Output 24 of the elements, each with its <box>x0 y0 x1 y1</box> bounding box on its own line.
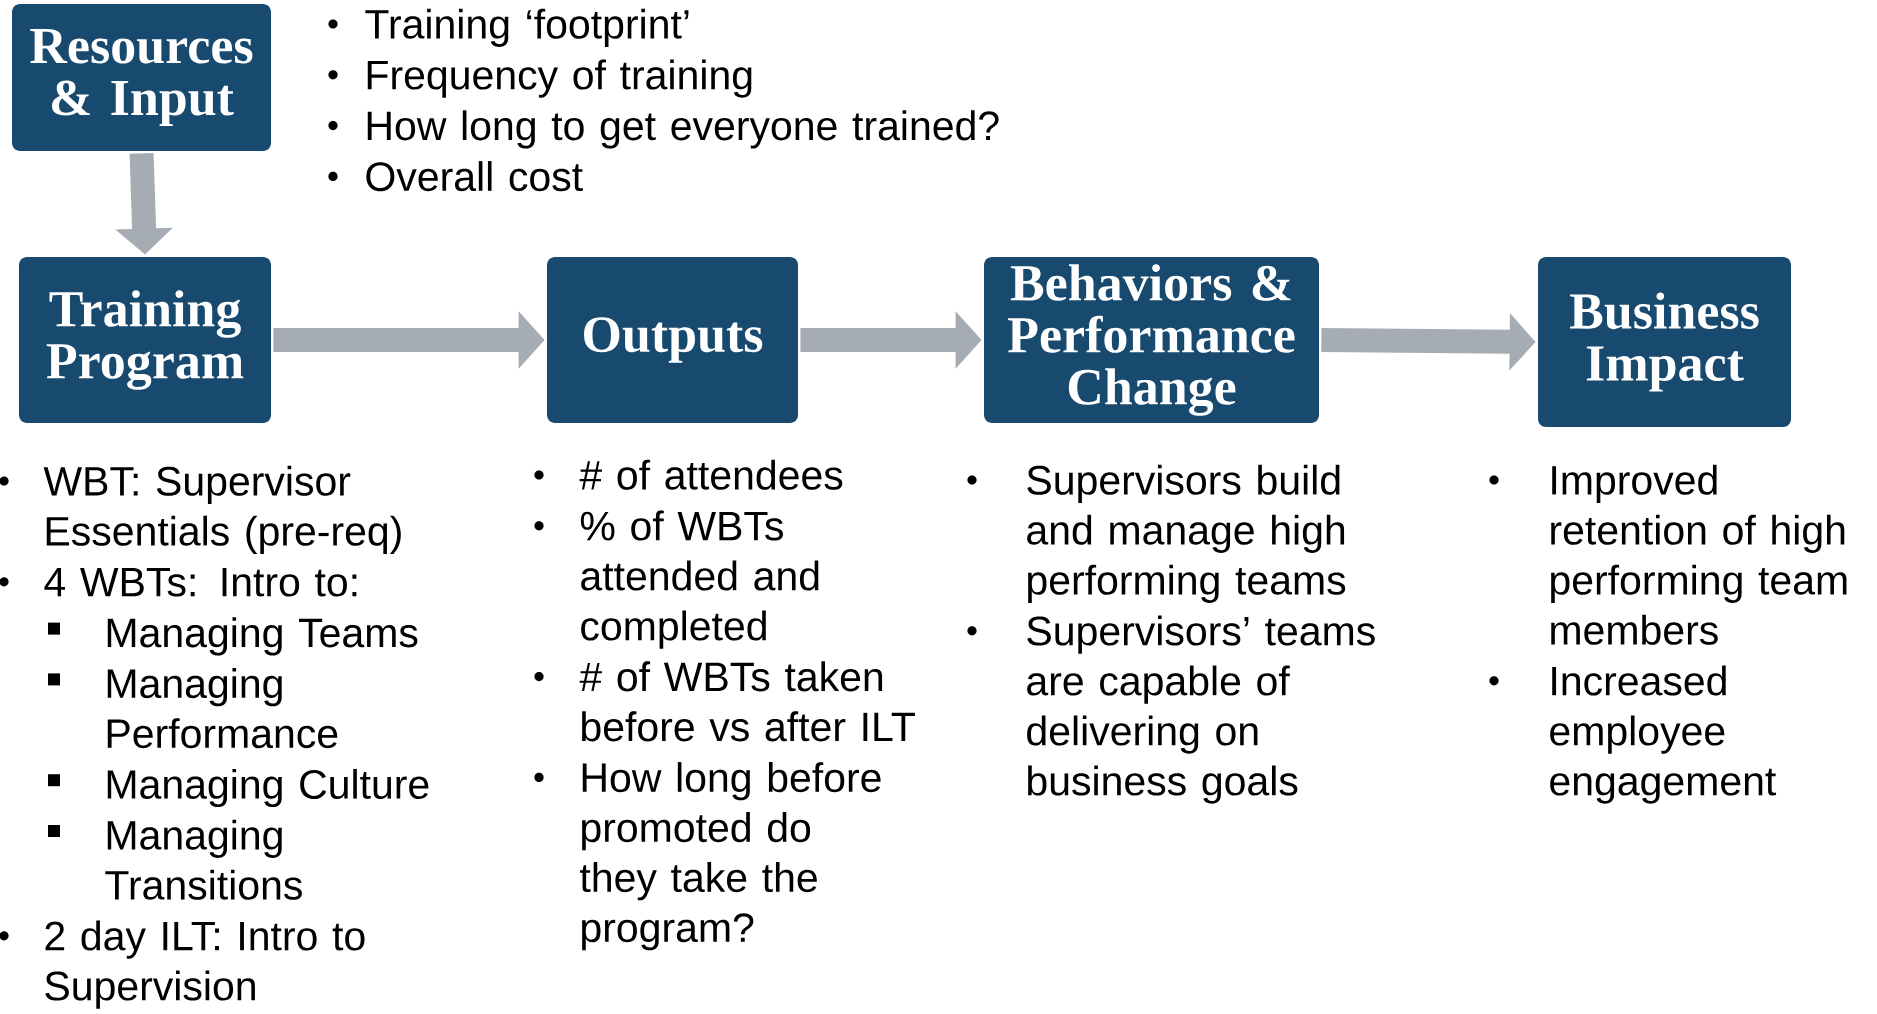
title-box: Training Program <box>19 257 271 423</box>
bullet-item: Managing Performance <box>48 668 338 749</box>
bullet-item: # of WBTs taken before vs after ILT <box>534 661 915 742</box>
bullet-item: 2 day ILT: Intro to Supervision <box>0 920 365 1009</box>
bullet-item: 4 WBTs: Intro to: <box>0 568 357 597</box>
title-box: Resources & Input <box>12 4 271 151</box>
bullet-item: Managing Teams <box>48 617 418 656</box>
title-box: Business Impact <box>1538 257 1791 427</box>
bullet-item: % of WBTs attended and completed <box>534 510 819 649</box>
bullet-item: Overall cost <box>328 161 583 192</box>
bullet-item: How long before promoted do they take the program? <box>534 762 881 951</box>
bullet-item: How long to get everyone trained? <box>328 110 999 149</box>
title-box: Behaviors & Performance Change <box>984 257 1319 423</box>
bullet-item: Increased employee engagement <box>1489 665 1777 804</box>
bullet-item: Supervisors build and manage high performing teams <box>967 464 1346 603</box>
bullet-item: Managing Culture <box>48 768 429 808</box>
bullet-item: Frequency of training <box>328 59 752 98</box>
bullet-item: Training ‘footprint’ <box>328 8 689 47</box>
bullet-item: Improved retention of high performing team members <box>1489 464 1847 645</box>
bullet-item: # of attendees <box>534 459 843 490</box>
bullet-item: WBT: Supervisor Essentials (pre-req) <box>0 465 401 554</box>
title-box: Outputs <box>547 257 798 423</box>
bullet-item: Managing Transitions <box>48 819 302 900</box>
bullet-item: Supervisors’ teams are capable of delivering on business goals <box>967 615 1375 804</box>
